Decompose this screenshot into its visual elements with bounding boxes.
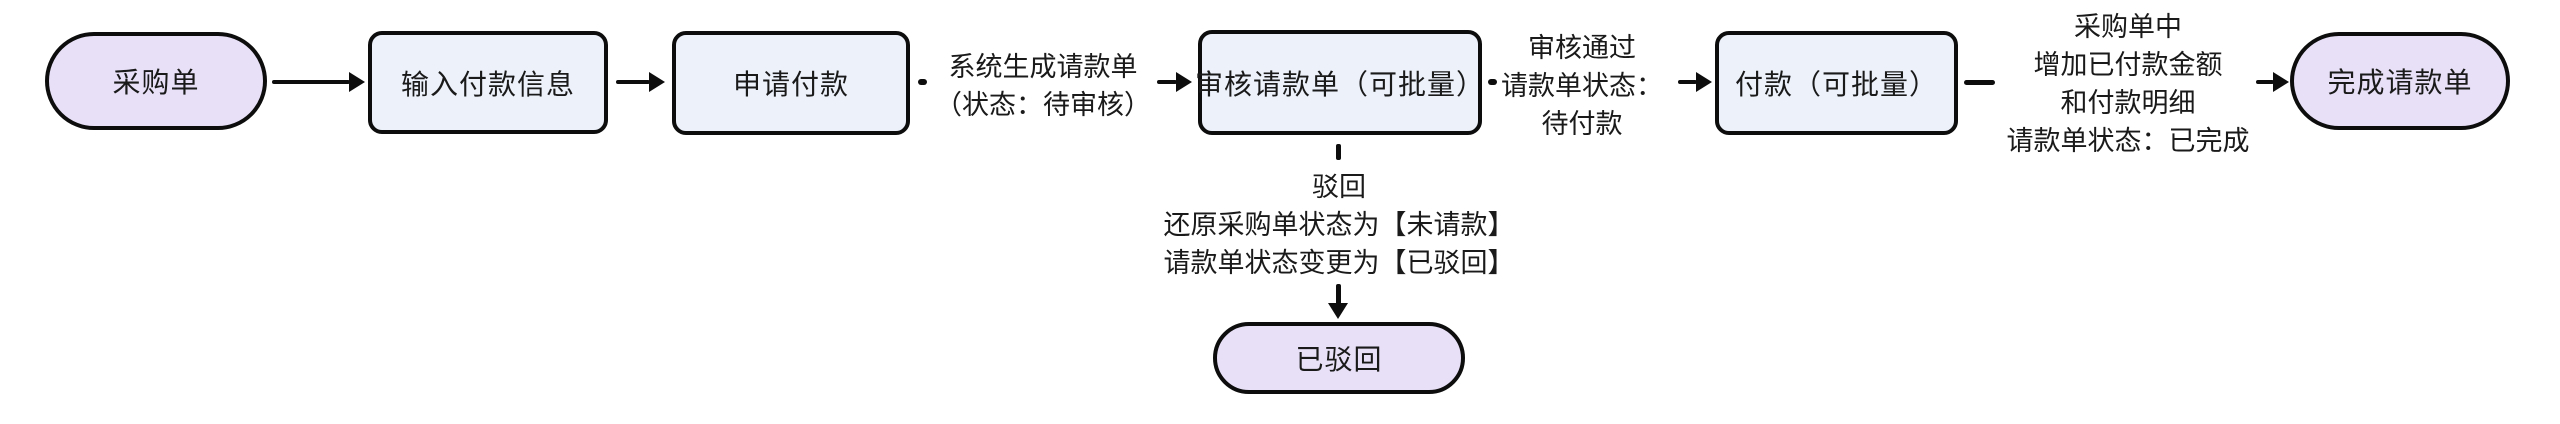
edge-stub-5 xyxy=(1964,80,1995,85)
edge-label-line: 请款单状态：已完成 xyxy=(2006,126,2250,156)
arrowhead-right-icon xyxy=(2273,72,2289,92)
edge-label-line: 待付款 xyxy=(1541,109,1623,139)
arrowhead-right-icon xyxy=(1176,72,1192,92)
node-complete-payment-request: 完成请款单 xyxy=(2290,32,2510,130)
edge-label-line: 请款单状态变更为【已驳回】 xyxy=(1163,248,1515,278)
node-rejected-label: 已驳回 xyxy=(1295,344,1383,375)
node-rejected: 已驳回 xyxy=(1213,322,1465,394)
edge-label-review-approved: 审核通过 请款单状态： 待付款 xyxy=(1501,29,1663,143)
edge-line-5 xyxy=(2256,80,2274,84)
edge-label-line: 增加已付款金额 xyxy=(2033,50,2223,80)
edge-line-3 xyxy=(1157,80,1177,84)
node-review-payment-request: 审核请款单（可批量） xyxy=(1195,30,1486,135)
edge-label-line: （状态：待审核） xyxy=(935,90,1151,120)
node-apply-for-payment-label: 申请付款 xyxy=(732,69,849,100)
edge-label-line: 采购单中 xyxy=(2074,12,2182,42)
arrowhead-down-icon xyxy=(1328,303,1348,319)
edge-label-line: 驳回 xyxy=(1312,172,1366,202)
node-purchase-order-label: 采购单 xyxy=(112,67,200,98)
edge-label-payment-completed: 采购单中 增加已付款金额 和付款明细 请款单状态：已完成 xyxy=(2007,8,2250,160)
arrowhead-right-icon xyxy=(349,72,365,92)
edge-label-line: 审核通过 xyxy=(1528,33,1636,63)
arrowhead-right-icon xyxy=(649,72,665,92)
edge-stub-3 xyxy=(918,79,927,85)
edge-label-line: 还原采购单状态为【未请款】 xyxy=(1163,210,1515,240)
arrowhead-right-icon xyxy=(1696,72,1712,92)
edge-label-line: 系统生成请款单 xyxy=(948,52,1138,82)
node-make-payment: 付款（可批量） xyxy=(1715,31,1958,135)
edge-line-4 xyxy=(1678,80,1697,84)
node-purchase-order: 采购单 xyxy=(45,32,267,130)
edge-label-line: 和付款明细 xyxy=(2060,88,2196,118)
edge-line-2 xyxy=(616,80,650,84)
edge-label-system-generates-request: 系统生成请款单 （状态：待审核） xyxy=(935,48,1151,124)
node-enter-payment-info-label: 输入付款信息 xyxy=(400,68,575,100)
edge-line-1 xyxy=(272,80,350,84)
edge-line-6 xyxy=(1336,284,1341,306)
node-complete-payment-request-label: 完成请款单 xyxy=(2327,67,2473,98)
node-make-payment-label: 付款（可批量） xyxy=(1734,69,1938,100)
edge-stub-6 xyxy=(1336,144,1341,160)
edge-stub-4 xyxy=(1488,79,1497,85)
node-review-payment-request-label: 审核请款单（可批量） xyxy=(1195,68,1486,100)
edge-label-line: 请款单状态： xyxy=(1501,71,1663,101)
node-apply-for-payment: 申请付款 xyxy=(672,31,910,135)
node-enter-payment-info: 输入付款信息 xyxy=(368,31,608,134)
edge-label-rejected: 驳回 还原采购单状态为【未请款】 请款单状态变更为【已驳回】 xyxy=(1164,168,1515,282)
